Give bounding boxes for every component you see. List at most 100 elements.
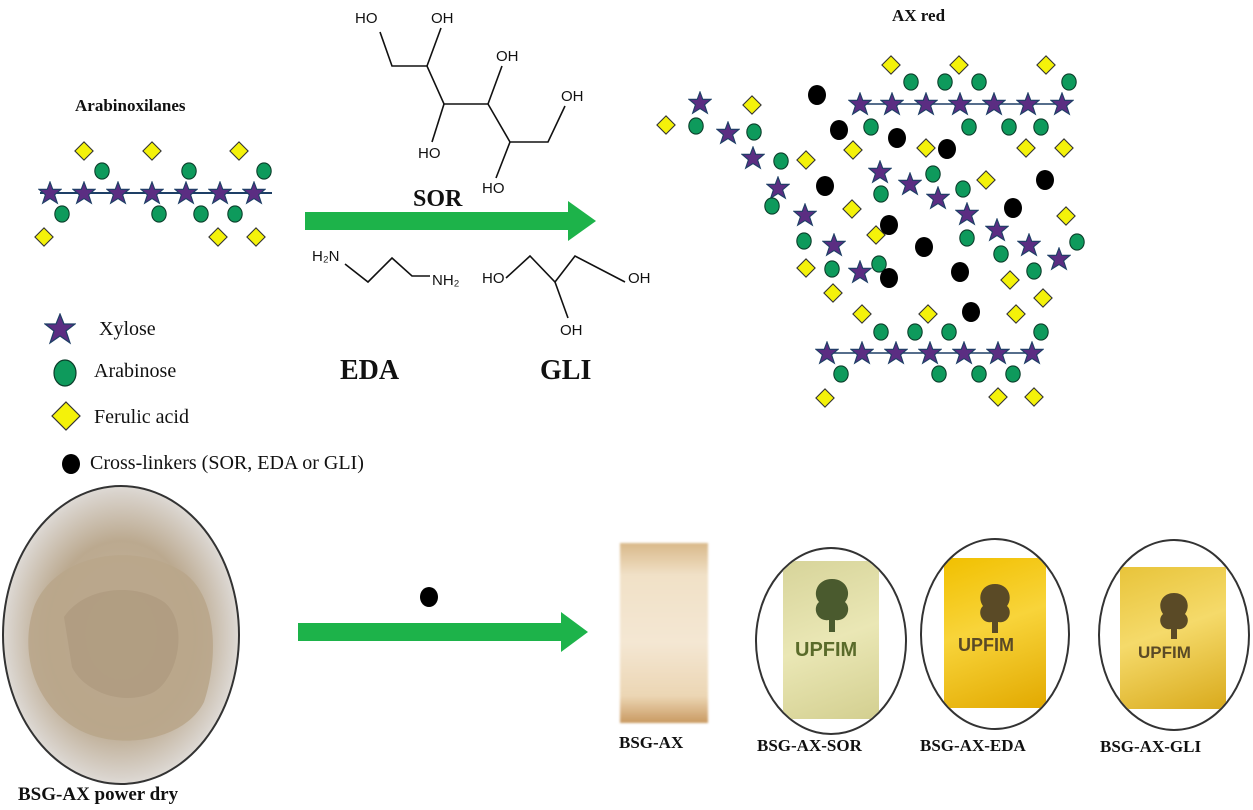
film-sor-photo: UPFIM	[755, 547, 907, 735]
crosslinker-icon	[816, 176, 834, 196]
arabinose-icon	[746, 123, 762, 141]
sorbitol-oh-label: OH	[496, 48, 519, 65]
xylose-icon	[884, 341, 908, 364]
logo-tree-icon	[980, 584, 1010, 633]
ferulic-acid-icon	[881, 55, 901, 75]
film-gli-label: BSG-AX-GLI	[1100, 737, 1202, 756]
xylose-icon	[948, 92, 972, 115]
arabinose-icon	[1001, 118, 1017, 136]
xylose-icon	[242, 181, 266, 204]
ferulic-acid-icon	[208, 227, 228, 247]
xylose-icon	[1016, 92, 1040, 115]
ferulic-acid-icon	[916, 138, 936, 158]
ferulic-acid-icon	[1006, 304, 1026, 324]
arabinoxylan-chain	[34, 141, 272, 247]
film-bsg-ax	[620, 543, 708, 723]
arabinose-icon	[94, 162, 110, 180]
arabinose-icon	[971, 365, 987, 383]
xylose-icon	[850, 341, 874, 364]
ferulic-acid-icon	[843, 140, 863, 160]
arabinose-icon	[941, 323, 957, 341]
logo-tree-icon	[815, 579, 849, 632]
arabinoxylans-title: Arabinoxilanes	[75, 96, 186, 115]
ferulic-acid-icon	[796, 258, 816, 278]
arabinose-icon	[181, 162, 197, 180]
reaction-arrow	[305, 201, 596, 241]
crosslinker-icon	[938, 139, 956, 159]
xylose-icon	[72, 181, 96, 204]
xylose-icon	[952, 341, 976, 364]
xylose-icon	[741, 146, 765, 169]
arabinose-icon	[931, 365, 947, 383]
film-sor-label: BSG-AX-SOR	[757, 736, 862, 755]
arabinose-icon	[993, 245, 1009, 263]
crosslinker-icon	[880, 268, 898, 288]
arabinose-icon	[193, 205, 209, 223]
crosslinked-network	[656, 55, 1085, 408]
arabinose-icon	[873, 185, 889, 203]
arabinose-icon	[824, 260, 840, 278]
ferulic-acid-icon	[918, 304, 938, 324]
arabinose-icon	[961, 118, 977, 136]
legend-arabinose-label: Arabinose	[94, 360, 177, 382]
ferulic-acid-icon	[1036, 55, 1056, 75]
film-gli-photo: UPFIM	[1098, 539, 1250, 731]
xylose-icon	[918, 341, 942, 364]
arabinose-icon	[688, 117, 704, 135]
ferulic-acid-icon	[1033, 288, 1053, 308]
glycerol-oh-label: OH	[560, 322, 583, 339]
crosslinker-icon	[1004, 198, 1022, 218]
film-eda-photo: UPFIM	[920, 538, 1070, 730]
ferulic-acid-icon	[949, 55, 969, 75]
glycerol-ho-label: HO	[482, 270, 505, 287]
xylose-icon	[766, 176, 790, 199]
logo-text: UPFIM	[795, 639, 858, 661]
ferulic-acid-icon	[1016, 138, 1036, 158]
ferulic-acid-icon	[1056, 206, 1076, 226]
arabinose-icon	[1033, 323, 1049, 341]
arabinose-icon	[903, 73, 919, 91]
crosslinker-icon	[420, 587, 438, 607]
eda-label: EDA	[340, 355, 400, 386]
xylose-icon	[1017, 233, 1041, 256]
film-formation-arrow	[298, 612, 588, 652]
ferulic-acid-icon	[229, 141, 249, 161]
ferulic-acid-icon	[656, 115, 676, 135]
arabinose-icon	[764, 197, 780, 215]
sorbitol-oh-label: OH	[561, 88, 584, 105]
ferulic-acid-icon	[852, 304, 872, 324]
ferulic-acid-icon	[742, 95, 762, 115]
ferulic-acid-icon	[796, 150, 816, 170]
glycerol-structure	[505, 254, 626, 319]
xylose-icon	[793, 203, 817, 226]
powder-photo	[2, 485, 240, 785]
arabinose-icon	[1026, 262, 1042, 280]
crosslinker-icon	[962, 302, 980, 322]
crosslinker-icon	[880, 215, 898, 235]
eda-h2n-label: H₂N	[312, 248, 340, 265]
ferulic-acid-icon	[823, 283, 843, 303]
arabinose-icon	[955, 180, 971, 198]
arabinose-icon	[773, 152, 789, 170]
ferulic-acid-icon	[1054, 138, 1074, 158]
xylose-icon	[1020, 341, 1044, 364]
sorbitol-ho-label: HO	[355, 10, 378, 27]
arabinose-icon	[863, 118, 879, 136]
ferulic-acid-icon	[1000, 270, 1020, 290]
gli-label: GLI	[540, 355, 592, 386]
arabinose-icon	[256, 162, 272, 180]
diamond-icon	[51, 401, 81, 431]
dot-icon	[62, 454, 80, 474]
logo-text: UPFIM	[1138, 643, 1191, 662]
star-icon	[44, 313, 76, 345]
xylose-icon	[688, 91, 712, 114]
legend-xylose-label: Xylose	[99, 318, 156, 340]
xylose-icon	[982, 92, 1006, 115]
ax-red-title: AX red	[892, 6, 946, 25]
crosslinker-icon	[951, 262, 969, 282]
ferulic-acid-icon	[142, 141, 162, 161]
xylose-icon	[986, 341, 1010, 364]
sorbitol-structure	[379, 27, 566, 179]
sor-label: SOR	[413, 186, 463, 212]
